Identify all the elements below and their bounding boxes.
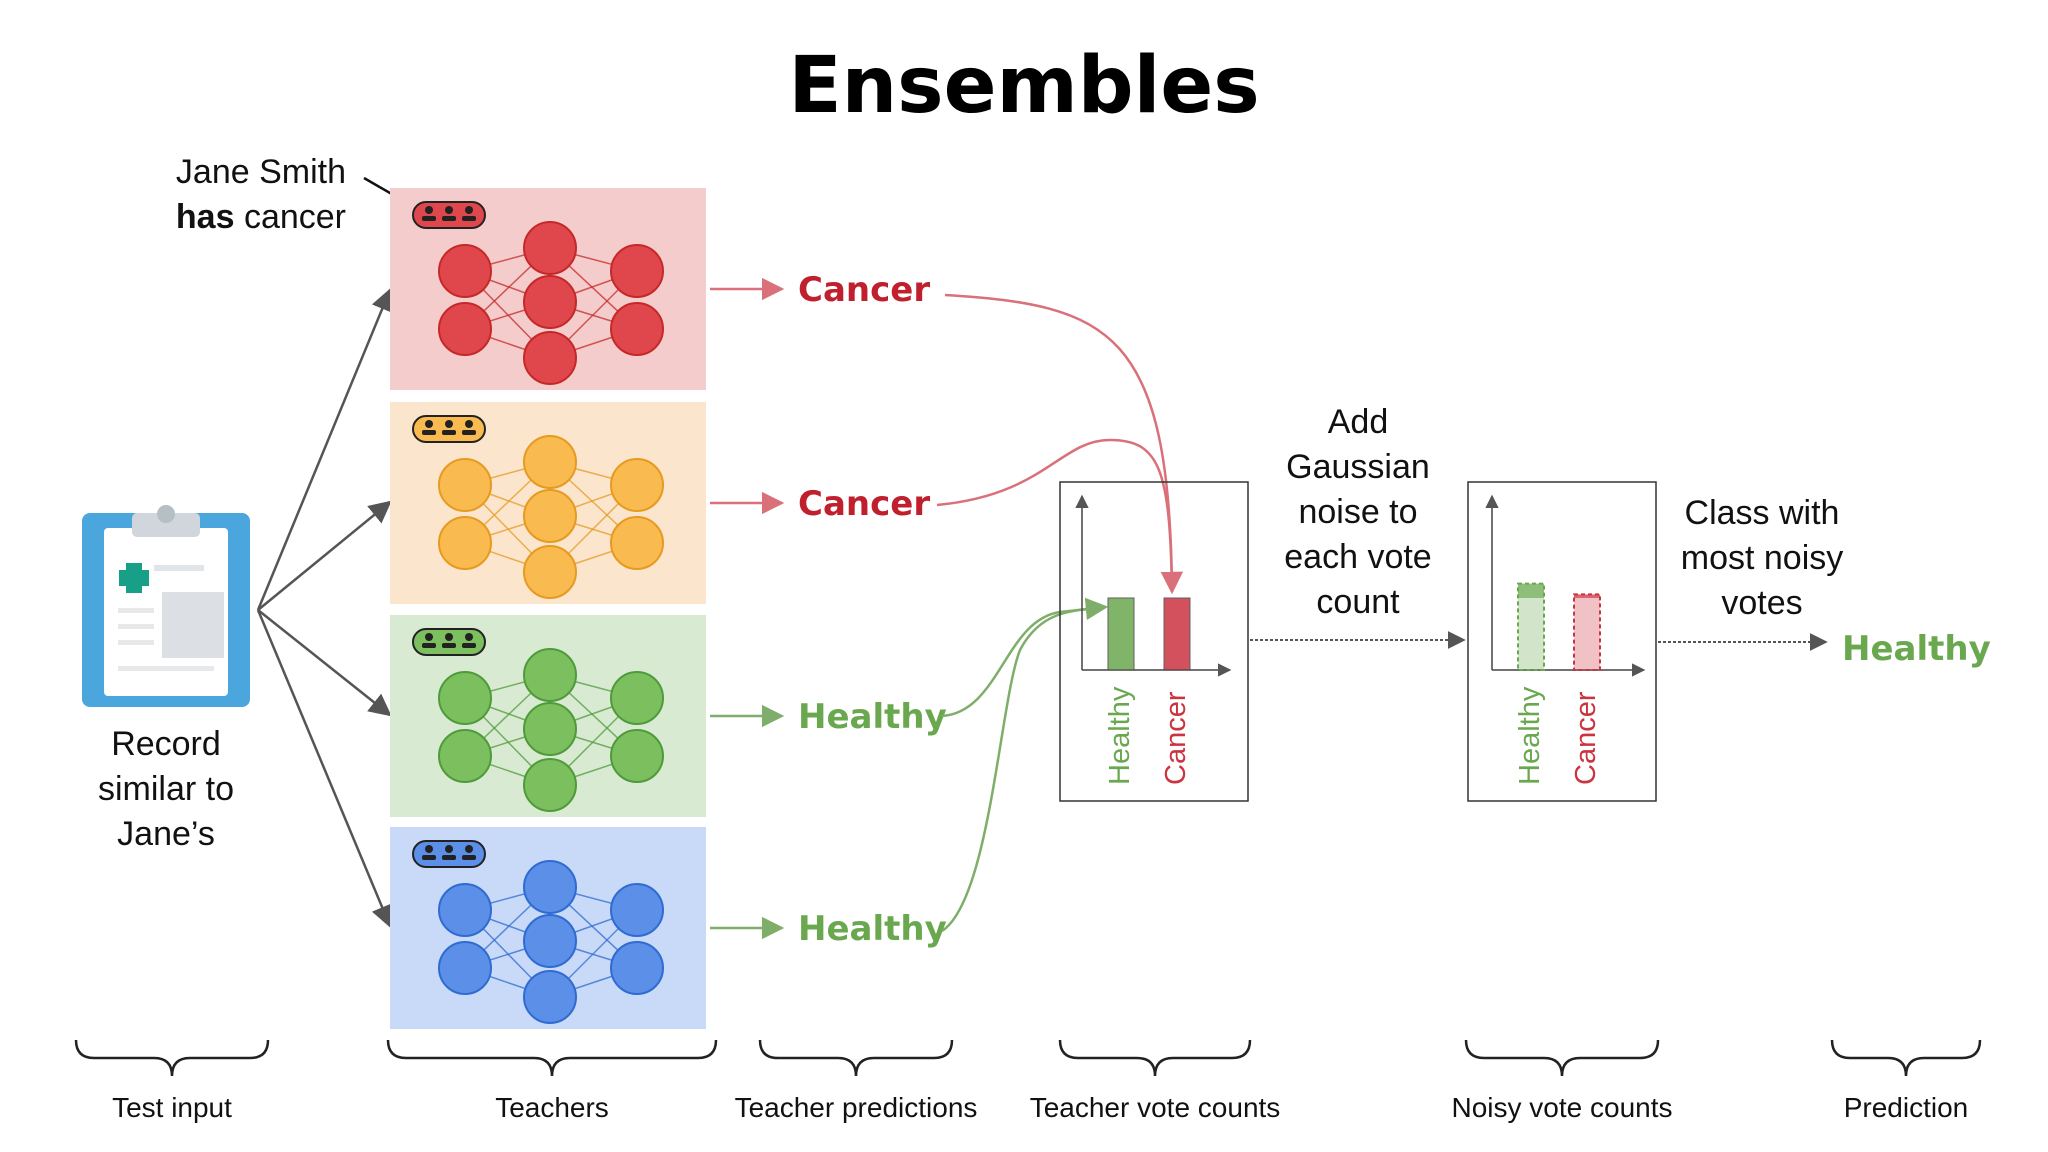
database-icon (412, 840, 486, 868)
test-input-label-2: similar to (98, 770, 234, 808)
network-node (523, 221, 577, 275)
bar-label: Healthy (1104, 686, 1136, 785)
noise-text-5: count (1316, 583, 1400, 621)
teacher-red: Cancer (390, 188, 930, 390)
page-title: Ensembles (788, 41, 1259, 131)
class-text-1: Class with (1685, 494, 1840, 532)
network-node (523, 758, 577, 812)
teacher-prediction: Cancer (798, 484, 930, 524)
braces-group: Test input Teachers Teacher predictions Tea… (74, 1039, 1982, 1123)
teacher-green: Healthy (390, 615, 947, 817)
bar-label: Healthy (1514, 686, 1546, 785)
noisy-vote-count-chart: Healthy Cancer (1467, 481, 1657, 802)
brace-label: Prediction (1844, 1092, 1969, 1123)
brace (74, 1039, 270, 1077)
vote-curve-1 (944, 293, 1184, 595)
neural-network-icon (438, 435, 664, 599)
vote-count-chart: Healthy Cancer (1059, 481, 1249, 802)
vote-curve-2 (936, 438, 1174, 593)
teacher-blue: Healthy (390, 827, 947, 1029)
final-prediction: Healthy (1842, 629, 1991, 669)
network-node (438, 729, 492, 783)
network-node (610, 941, 664, 995)
network-node (610, 302, 664, 356)
network-node (438, 244, 492, 298)
noisy-bar-base (1574, 598, 1600, 670)
input-arrow-4 (256, 609, 393, 929)
annotation-line1: Jane Smith (176, 153, 346, 191)
network-node (523, 860, 577, 914)
brace (1464, 1039, 1660, 1077)
brace-label: Teacher predictions (735, 1092, 978, 1123)
network-node (523, 331, 577, 385)
bar-label: Cancer (1160, 691, 1192, 785)
teacher-orange: Cancer (390, 402, 930, 604)
test-input-label-1: Record (111, 725, 221, 763)
brace (386, 1039, 718, 1077)
network-node (610, 244, 664, 298)
network-node (523, 489, 577, 543)
network-node (438, 941, 492, 995)
noisy-bar (1573, 593, 1601, 672)
brace-label: Noisy vote counts (1452, 1092, 1673, 1123)
clipboard-icon (82, 505, 250, 707)
network-node (523, 275, 577, 329)
brace (1058, 1039, 1252, 1077)
network-node (523, 970, 577, 1024)
brace (1830, 1039, 1982, 1077)
vote-curve-4 (941, 606, 1105, 933)
noise-delta (1518, 583, 1544, 598)
network-node (523, 702, 577, 756)
noisy-chart-frame (1467, 481, 1657, 802)
annotation-line2: has cancer (176, 198, 346, 236)
noise-text-2: Gaussian (1286, 448, 1430, 486)
database-icon (412, 628, 486, 656)
teacher-prediction: Healthy (798, 697, 947, 737)
network-node (610, 516, 664, 570)
network-node (610, 671, 664, 725)
network-node (438, 302, 492, 356)
network-node (523, 545, 577, 599)
network-node (610, 458, 664, 512)
class-text-2: most noisy (1681, 539, 1844, 577)
brace-label: Teacher vote counts (1030, 1092, 1281, 1123)
neural-network-icon (438, 221, 664, 385)
noise-text-3: noise to (1298, 493, 1417, 531)
input-arrow-1 (256, 287, 393, 611)
database-icon (412, 415, 486, 443)
input-arrow-2 (257, 500, 392, 611)
network-node (438, 883, 492, 937)
network-node (438, 516, 492, 570)
teacher-prediction: Healthy (798, 909, 947, 949)
noise-text-4: each vote (1284, 538, 1431, 576)
network-node (438, 671, 492, 725)
noise-delta (1574, 594, 1600, 598)
network-node (523, 435, 577, 489)
network-node (438, 458, 492, 512)
brace-label: Test input (112, 1092, 232, 1123)
test-input-label-3: Jane’s (117, 815, 215, 853)
vote-bar (1163, 597, 1191, 671)
network-node (610, 729, 664, 783)
class-text-3: votes (1721, 584, 1802, 622)
brace (758, 1039, 954, 1077)
bar-label: Cancer (1570, 691, 1602, 785)
network-node (523, 914, 577, 968)
network-node (523, 648, 577, 702)
database-icon (412, 201, 486, 229)
brace-label: Teachers (495, 1092, 609, 1123)
neural-network-icon (438, 648, 664, 812)
vote-chart-frame (1059, 481, 1249, 802)
network-node (610, 883, 664, 937)
neural-network-icon (438, 860, 664, 1024)
input-arrow-3 (257, 609, 392, 717)
noise-text-1: Add (1328, 403, 1389, 441)
noisy-bar-base (1518, 598, 1544, 670)
vote-bar (1107, 597, 1135, 671)
teacher-prediction: Cancer (798, 270, 930, 310)
